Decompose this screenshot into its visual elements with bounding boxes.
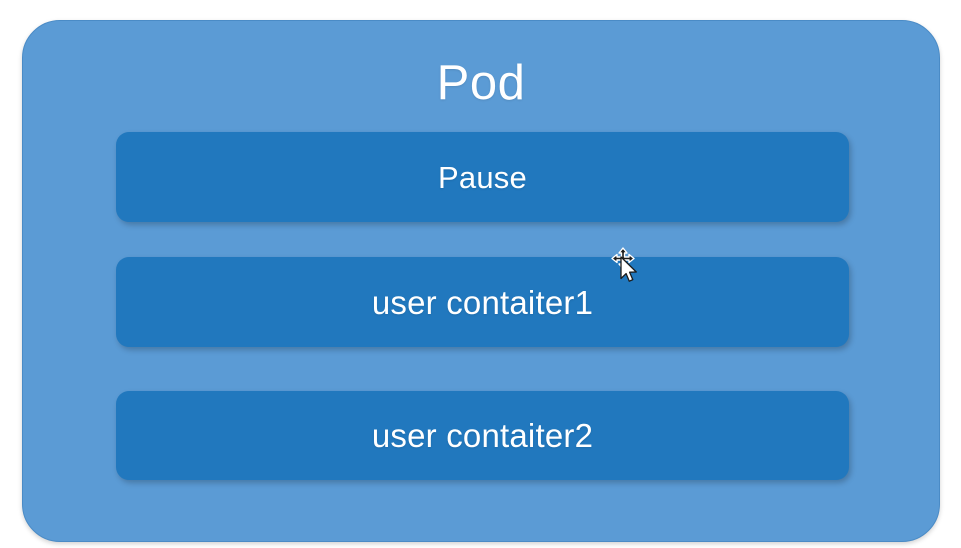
container-label: Pause (438, 159, 527, 195)
container-box-pause[interactable]: Pause (116, 132, 849, 222)
pod-title: Pod (436, 56, 526, 110)
container-box-user-1[interactable]: user contaiter1 (116, 257, 849, 347)
container-box-user-2[interactable]: user contaiter2 (116, 391, 849, 480)
container-label: user contaiter1 (371, 283, 594, 321)
container-label: user contaiter2 (371, 417, 594, 454)
pod-container[interactable]: Pod Pause user contaiter1 user contaiter… (22, 20, 940, 542)
